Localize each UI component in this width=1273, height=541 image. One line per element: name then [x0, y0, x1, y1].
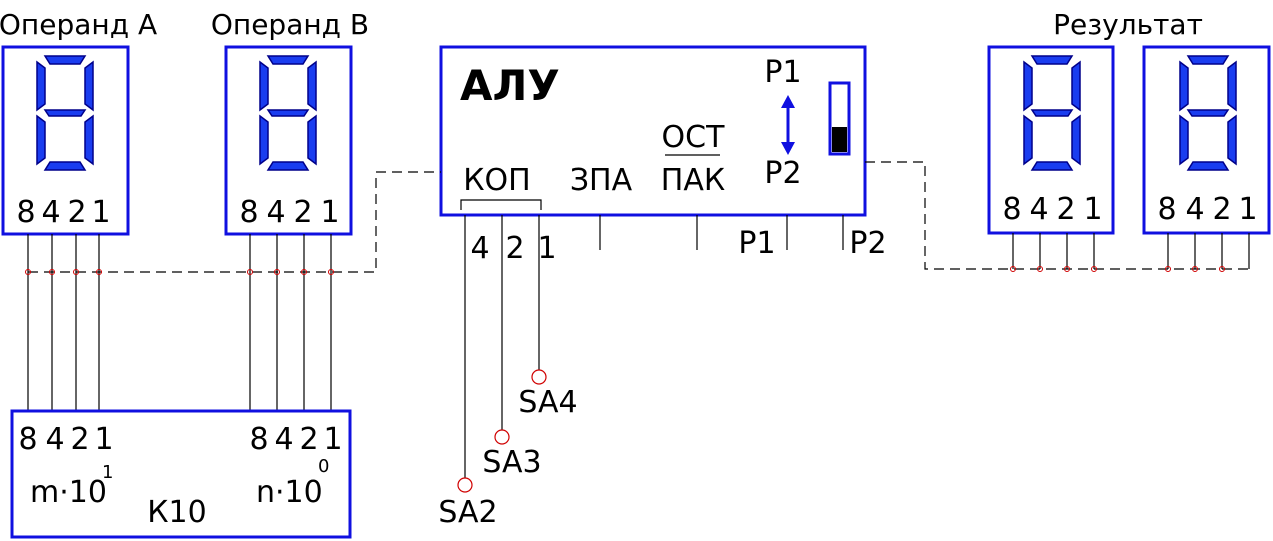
weight-4: 4: [266, 195, 285, 230]
output-bus: [865, 161, 1250, 272]
weight-4: 4: [1029, 192, 1048, 227]
seven-segment-digit: [36, 55, 94, 171]
weight-8: 8: [1002, 192, 1021, 227]
switch-sa2[interactable]: SA2: [438, 477, 498, 530]
m-exponent: 1: [102, 462, 113, 483]
result-display-units: 8 4 2 1: [1142, 45, 1271, 235]
weight-4: 4: [45, 422, 64, 457]
n-term: n·10: [256, 475, 323, 510]
weight-1: 1: [1238, 192, 1257, 227]
result-title: Результат: [1053, 8, 1203, 41]
weight-2: 2: [1212, 192, 1231, 227]
m-term: m·10: [30, 475, 107, 510]
weight-8: 8: [239, 195, 258, 230]
kop-bit-1: 1: [537, 231, 556, 266]
alu-block: АЛУ КОП ЗПА ОСТ ПАК Р1 Р2: [439, 45, 867, 217]
input-bus: [25, 171, 441, 275]
operand-b-title: Операнд В: [211, 8, 369, 41]
seven-segment-digit: [1023, 55, 1081, 171]
p2-pin-label: Р2: [849, 226, 886, 261]
kop-label: КОП: [463, 163, 530, 198]
weight-2: 2: [1056, 192, 1075, 227]
weight-4: 4: [41, 195, 60, 230]
switch-sa4[interactable]: SA4: [518, 369, 578, 420]
weight-1: 1: [320, 195, 339, 230]
weight-4: 4: [1185, 192, 1204, 227]
weight-2: 2: [293, 195, 312, 230]
weight-2: 2: [299, 422, 318, 457]
p1-label: Р1: [764, 55, 801, 90]
result-display-tens: 8 4 2 1: [987, 45, 1115, 235]
zpa-label: ЗПА: [570, 163, 633, 198]
weight-1: 1: [94, 422, 113, 457]
seven-segment-digit: [259, 55, 317, 171]
toggle-arrow-icon: [781, 95, 795, 155]
operand-a-title: Операнд А: [0, 8, 157, 41]
ost-label: ОСТ: [662, 120, 726, 155]
switch-sa3[interactable]: SA3: [482, 429, 542, 480]
weight-1: 1: [1083, 192, 1102, 227]
pak-label: ПАК: [661, 163, 725, 198]
operand-b-display: 8 4 2 1: [224, 45, 353, 236]
seven-segment-digit: [1179, 55, 1237, 171]
weight-2: 2: [70, 422, 89, 457]
weight-4: 4: [274, 422, 293, 457]
k10-block: 8 4 2 1 8 4 2 1 m·10 1 К10 n·10 0: [10, 409, 352, 539]
weight-1: 1: [323, 422, 342, 457]
p2-label: Р2: [764, 156, 801, 191]
sa2-label: SA2: [438, 495, 497, 530]
k10-label: К10: [147, 495, 206, 530]
weight-8: 8: [1157, 192, 1176, 227]
n-exponent: 0: [318, 456, 329, 477]
mode-switch[interactable]: [828, 81, 851, 156]
operand-wires: [27, 234, 332, 410]
operand-a-display: 8 4 2 1: [1, 45, 130, 236]
weight-8: 8: [18, 422, 37, 457]
sa4-label: SA4: [518, 385, 577, 420]
weight-1: 1: [91, 195, 110, 230]
kop-bit-2: 2: [505, 231, 524, 266]
p1-pin-label: Р1: [738, 226, 775, 261]
weight-2: 2: [67, 195, 86, 230]
weight-8: 8: [16, 195, 35, 230]
alu-title: АЛУ: [460, 61, 560, 110]
weight-8: 8: [249, 422, 268, 457]
kop-bit-4: 4: [470, 231, 489, 266]
sa3-label: SA3: [482, 445, 541, 480]
